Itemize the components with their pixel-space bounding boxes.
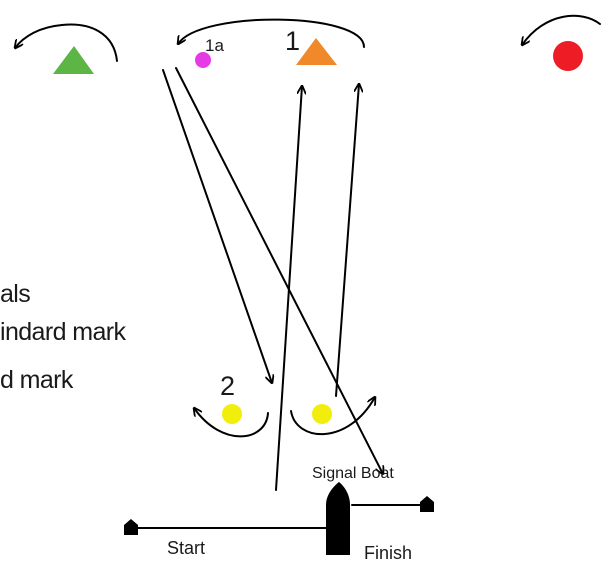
- orange-triangle-mark-1: [296, 38, 337, 65]
- signal-boat-label: Signal Boat: [312, 465, 394, 482]
- leg-gate-to-mark-1: [335, 84, 359, 397]
- legend-line-2: indard mark: [0, 318, 126, 346]
- mark-1-label: 1: [285, 26, 300, 56]
- gate-arc-right: [290, 397, 375, 435]
- legend-line-3: d mark: [0, 366, 74, 394]
- start-pin-boat: [124, 519, 138, 535]
- yellow-gate-mark-left: [222, 404, 242, 424]
- finish-pin-boat: [420, 496, 434, 512]
- finish-label: Finish: [364, 543, 412, 563]
- start-label: Start: [167, 538, 205, 558]
- rounding-arc-top: [178, 18, 365, 48]
- yellow-gate-mark-right: [312, 404, 332, 424]
- gate-arc-left: [194, 408, 269, 438]
- legend-line-1: als: [0, 280, 30, 308]
- leg-to-mark-2: [162, 69, 272, 383]
- magenta-mark-1a: [195, 52, 211, 68]
- green-triangle-mark: [53, 46, 94, 74]
- leg-start-to-mark-1: [275, 86, 302, 491]
- red-mark: [553, 41, 583, 71]
- mark-1a-label: 1a: [205, 36, 224, 55]
- rounding-arc-red: [522, 14, 601, 45]
- leg-to-finish: [175, 67, 383, 474]
- signal-boat: [326, 482, 350, 555]
- rounding-arc-green: [15, 23, 118, 62]
- mark-2-label: 2: [220, 371, 235, 401]
